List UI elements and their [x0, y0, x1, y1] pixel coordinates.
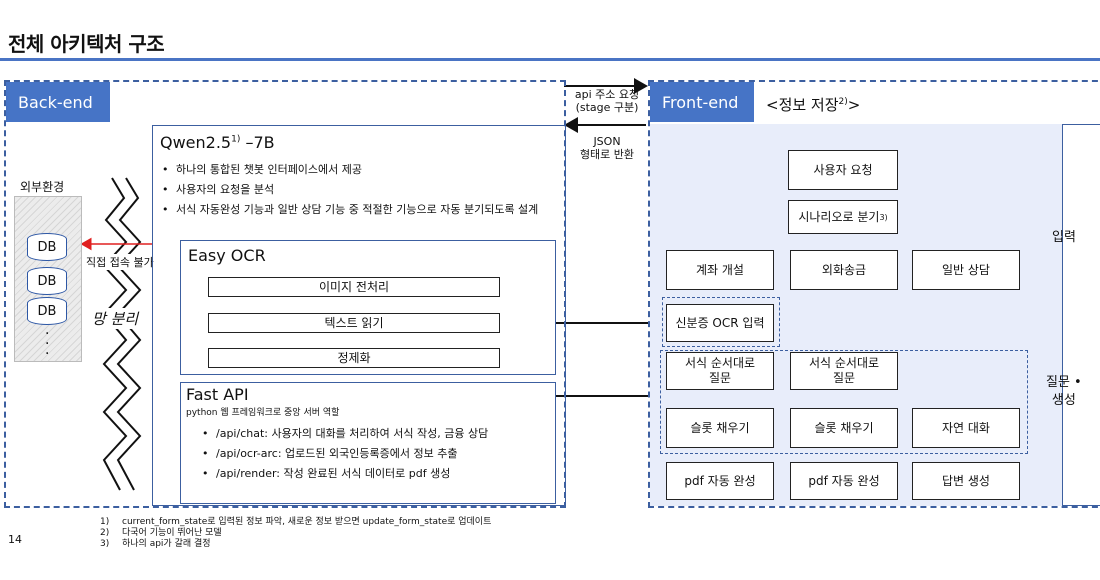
slot-fill-node-2: 슬롯 채우기 — [790, 408, 898, 448]
branch-general-consult: 일반 상담 — [912, 250, 1020, 290]
title-divider — [0, 58, 1100, 61]
backend-label: Back-end — [6, 82, 110, 122]
fast-api-box — [180, 382, 556, 504]
slot-fill-node-1: 슬롯 채우기 — [666, 408, 774, 448]
footnote-ref-1: 1) — [231, 134, 241, 145]
api-request-label: api 주소 요청 (stage 구분) — [574, 88, 640, 114]
footnote-number: 1) — [100, 517, 110, 527]
frontend-label: Front-end — [650, 82, 754, 122]
natural-conversation-node: 자연 대화 — [912, 408, 1020, 448]
json-response-label: JSON 형태로 반환 — [579, 135, 635, 161]
footnote-row: 3) 하나의 api가 갈래 결정 — [100, 539, 491, 550]
footnote-ref-3: 3) — [879, 212, 888, 222]
page-number: 14 — [8, 533, 22, 546]
external-env-box: DB DB DB ··· — [14, 196, 82, 362]
footnote-number: 3) — [100, 539, 110, 549]
list-item: /api/ocr-arc: 업로드된 외국인등록증에서 정보 추출 — [200, 446, 550, 462]
easy-ocr-title: Easy OCR — [188, 246, 266, 265]
footnote-number: 2) — [100, 528, 110, 538]
branch-foreign-remittance: 외화송금 — [790, 250, 898, 290]
form-fill-group — [660, 350, 1028, 454]
fast-api-endpoint-list: /api/chat: 사용자의 대화를 처리하여 서식 작성, 금융 상담 /a… — [200, 426, 550, 486]
input-label: 입력 — [1052, 230, 1076, 245]
qwen-model-box — [152, 125, 566, 506]
id-ocr-input-node: 신분증 OCR 입력 — [666, 304, 774, 342]
database-icon: DB — [27, 267, 67, 295]
info-storage-label: <정보 저장2)> — [766, 94, 860, 115]
scenario-branch-text: 시나리오로 분기 — [798, 209, 880, 224]
form-question-node-2: 서식 순서대로 질문 — [790, 352, 898, 390]
fast-api-subtitle: python 웹 프레임워크로 중앙 서버 역할 — [186, 408, 340, 418]
frontend-side-panel — [1062, 124, 1100, 506]
footnote-ref-2: 2) — [838, 97, 848, 107]
question-generation-label: 질문 • 생성 — [1046, 375, 1082, 408]
ellipsis-icon: ··· — [45, 326, 50, 362]
footnote-row: 1) current_form_state로 입력된 정보 파악, 새로운 정보 … — [100, 517, 491, 528]
footnote-row: 2) 다국어 기능이 뛰어난 모델 — [100, 528, 491, 539]
footnote-text: 다국어 기능이 뛰어난 모델 — [122, 528, 222, 538]
network-separation-label: 망 분리 — [90, 308, 141, 329]
list-item: /api/render: 작성 완료된 서식 데이터로 pdf 생성 — [200, 466, 550, 482]
pdf-autocomplete-node-1: pdf 자동 완성 — [666, 462, 774, 500]
info-storage-text: <정보 저장 — [766, 96, 839, 114]
ocr-step-preprocess: 이미지 전처리 — [208, 277, 500, 297]
direct-access-label: 직접 접속 불가 — [84, 254, 156, 270]
list-item: 사용자의 요청을 분석 — [160, 182, 558, 198]
qwen-title-main: Qwen2.5 — [160, 133, 232, 152]
ocr-input-group — [662, 297, 780, 347]
frontend-container — [648, 80, 1100, 508]
answer-generation-node: 답변 생성 — [912, 462, 1020, 500]
database-icon: DB — [27, 233, 67, 261]
external-env-label: 외부환경 — [20, 180, 65, 194]
qwen-bullet-list: 하나의 통합된 챗봇 인터페이스에서 제공 사용자의 요청을 분석 서식 자동완… — [160, 162, 558, 222]
list-item: 서식 자동완성 기능과 일반 상담 기능 중 적절한 기능으로 자동 분기되도록… — [160, 202, 558, 218]
list-item: 하나의 통합된 챗봇 인터페이스에서 제공 — [160, 162, 558, 178]
branch-account-opening: 계좌 개설 — [666, 250, 774, 290]
ocr-step-read-text: 텍스트 읽기 — [208, 313, 500, 333]
list-item: /api/chat: 사용자의 대화를 처리하여 서식 작성, 금융 상담 — [200, 426, 550, 442]
info-storage-close: > — [847, 96, 861, 114]
ocr-step-refine: 정제화 — [208, 348, 500, 368]
page-title: 전체 아키텍처 구조 — [8, 32, 165, 56]
database-icon: DB — [27, 297, 67, 325]
footnote-text: current_form_state로 입력된 정보 파악, 새로운 정보 받으… — [122, 517, 492, 527]
form-question-node-1: 서식 순서대로 질문 — [666, 352, 774, 390]
user-request-node: 사용자 요청 — [788, 150, 898, 190]
pdf-autocomplete-node-2: pdf 자동 완성 — [790, 462, 898, 500]
fast-api-title: Fast API — [186, 385, 249, 404]
footnotes: 1) current_form_state로 입력된 정보 파악, 새로운 정보 … — [100, 517, 491, 550]
qwen-title-tail: –7B — [240, 133, 275, 152]
footnote-text: 하나의 api가 갈래 결정 — [122, 539, 211, 549]
qwen-title: Qwen2.51) –7B — [160, 133, 275, 152]
